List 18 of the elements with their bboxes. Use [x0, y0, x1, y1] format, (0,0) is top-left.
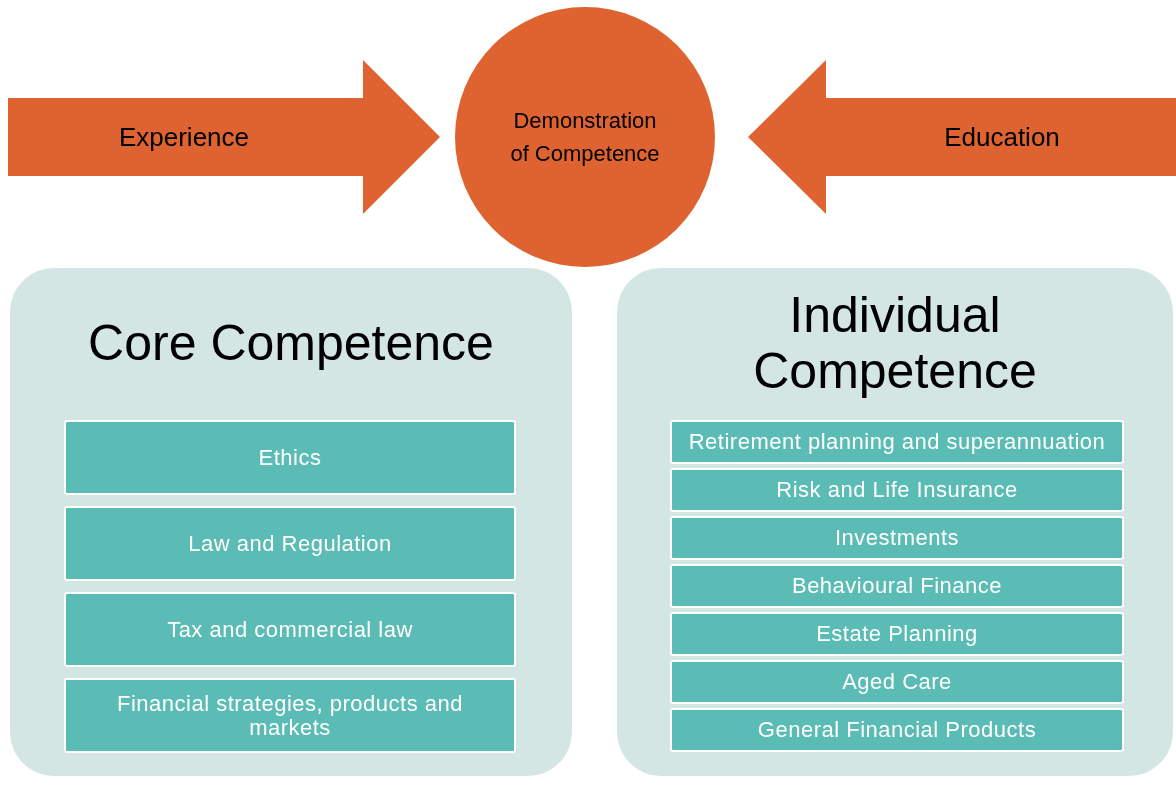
node-label: Experience — [118, 120, 250, 154]
node-label: Demonstration of Competence — [509, 107, 661, 168]
panel — [617, 268, 1173, 776]
list-item-box: General Financial Products — [670, 708, 1124, 752]
list-item-box: Behavioural Finance — [670, 564, 1124, 608]
list-item-box: Retirement planning and superannuation — [670, 420, 1124, 464]
panel — [10, 268, 572, 776]
list-item-box: Law and Regulation — [64, 506, 516, 581]
list-item-box: Financial strategies, products and markets — [64, 678, 516, 753]
list-item-box: Risk and Life Insurance — [670, 468, 1124, 512]
node-label: Education — [944, 120, 1060, 154]
list-item-box: Investments — [670, 516, 1124, 560]
list-item-box: Aged Care — [670, 660, 1124, 704]
list-item-box: Ethics — [64, 420, 516, 495]
list-item-box: Estate Planning — [670, 612, 1124, 656]
panel-heading: Individual Competence — [752, 287, 1038, 399]
panel-heading: Core Competence — [88, 315, 494, 371]
list-item-box: Tax and commercial law — [64, 592, 516, 667]
